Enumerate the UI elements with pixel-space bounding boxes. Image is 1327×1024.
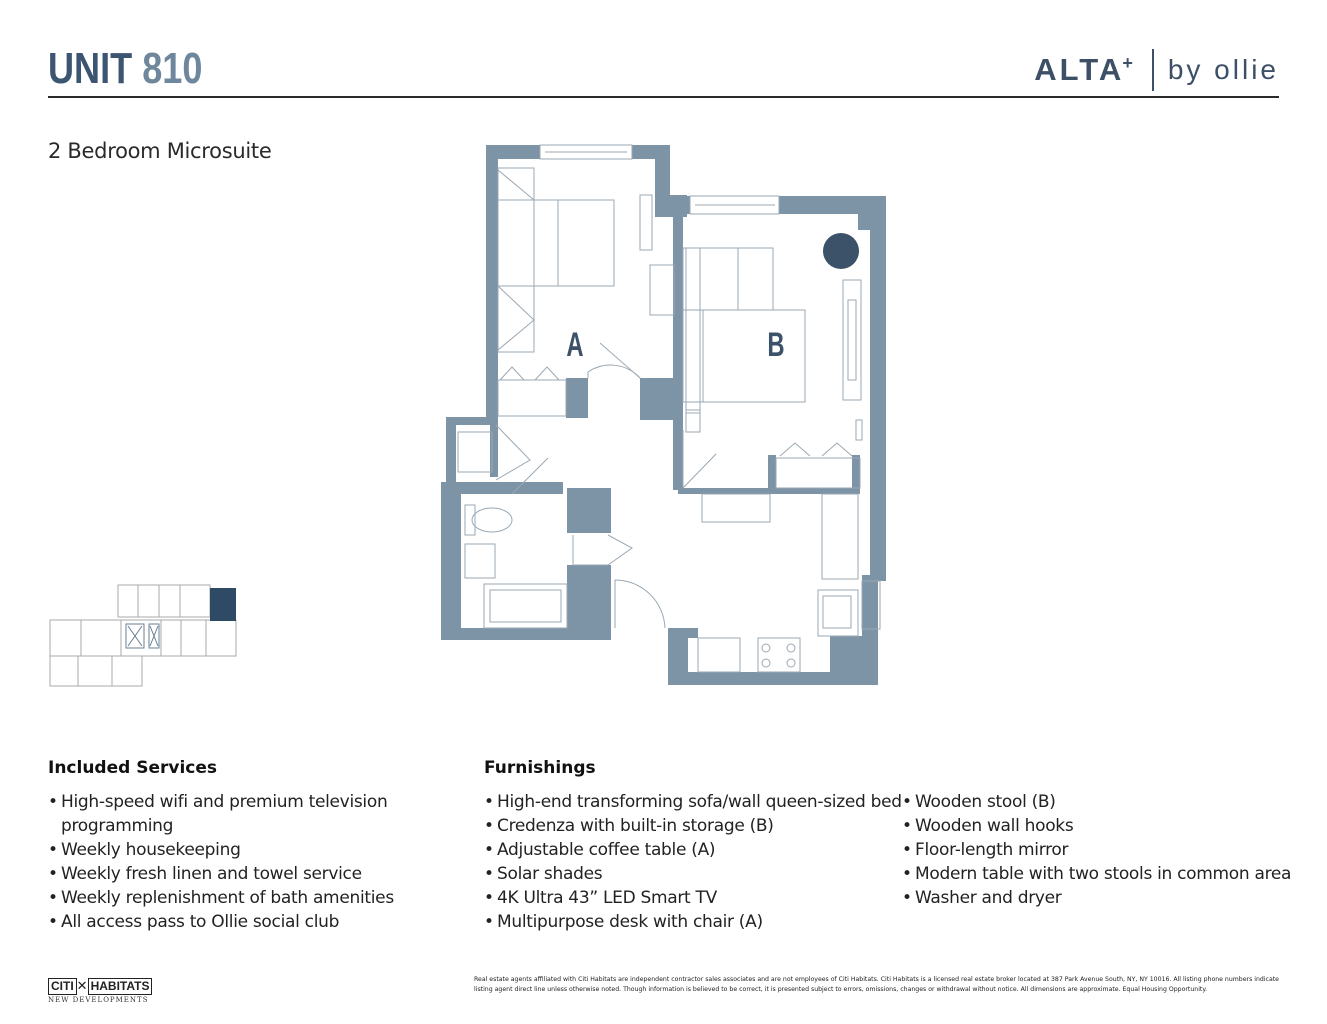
list-item: High-speed wifi and premium television	[48, 790, 394, 814]
list-item: Floor-length mirror	[902, 838, 1291, 862]
page-title: UNIT 810	[48, 44, 202, 94]
room-label-a: A	[566, 326, 583, 364]
header-divider	[48, 96, 1279, 98]
list-item: High-end transforming sofa/wall queen-si…	[484, 790, 902, 814]
list-item: Multipurpose desk with chair (A)	[484, 910, 902, 934]
brand-divider	[1151, 49, 1154, 91]
floor-plan-walls	[441, 145, 886, 685]
furnishings-heading: Furnishings	[484, 758, 596, 778]
logo-left: CITI	[48, 978, 77, 995]
list-item: Modern table with two stools in common a…	[902, 862, 1291, 886]
list-item: Weekly fresh linen and towel service	[48, 862, 394, 886]
brand-name: ALTA+	[1034, 52, 1136, 87]
logo-right: HABITATS	[87, 978, 153, 995]
list-item: Weekly replenishment of bath amenities	[48, 886, 394, 910]
list-item: Weekly housekeeping	[48, 838, 394, 862]
round-table-icon	[823, 233, 859, 269]
list-item: All access pass to Ollie social club	[48, 910, 394, 934]
list-item: Wooden stool (B)	[902, 790, 1291, 814]
included-services-heading: Included Services	[48, 758, 218, 778]
key-plan	[49, 584, 237, 687]
furnishings-list-2: Wooden stool (B) Wooden wall hooks Floor…	[902, 790, 1291, 910]
included-services-list: High-speed wifi and premium television p…	[48, 790, 394, 934]
floor-plan-furniture	[457, 144, 881, 673]
citi-habitats-logo: CITI✕HABITATS NEW DEVELOPMENTS	[48, 975, 153, 1004]
room-label-b: B	[767, 326, 784, 364]
floor-plan: A B	[441, 144, 886, 685]
list-item: 4K Ultra 43” LED Smart TV	[484, 886, 902, 910]
furnishings-list-1: High-end transforming sofa/wall queen-si…	[484, 790, 902, 934]
legal-disclaimer: Real estate agents affiliated with Citi …	[474, 976, 1279, 993]
list-item: Solar shades	[484, 862, 902, 886]
list-item: programming	[61, 816, 174, 836]
list-item: Washer and dryer	[902, 886, 1291, 910]
unit-type: 2 Bedroom Microsuite	[48, 139, 272, 163]
list-item: Adjustable coffee table (A)	[484, 838, 902, 862]
title-word: UNIT	[48, 44, 133, 93]
logo-subtitle: NEW DEVELOPMENTS	[48, 996, 149, 1004]
unit-number: 810	[142, 44, 203, 93]
brand-logo: ALTA+ by ollie	[1034, 48, 1279, 92]
brand-suffix: by ollie	[1167, 54, 1279, 85]
list-item: Credenza with built-in storage (B)	[484, 814, 902, 838]
list-item: Wooden wall hooks	[902, 814, 1291, 838]
unit-location-marker	[210, 588, 236, 621]
